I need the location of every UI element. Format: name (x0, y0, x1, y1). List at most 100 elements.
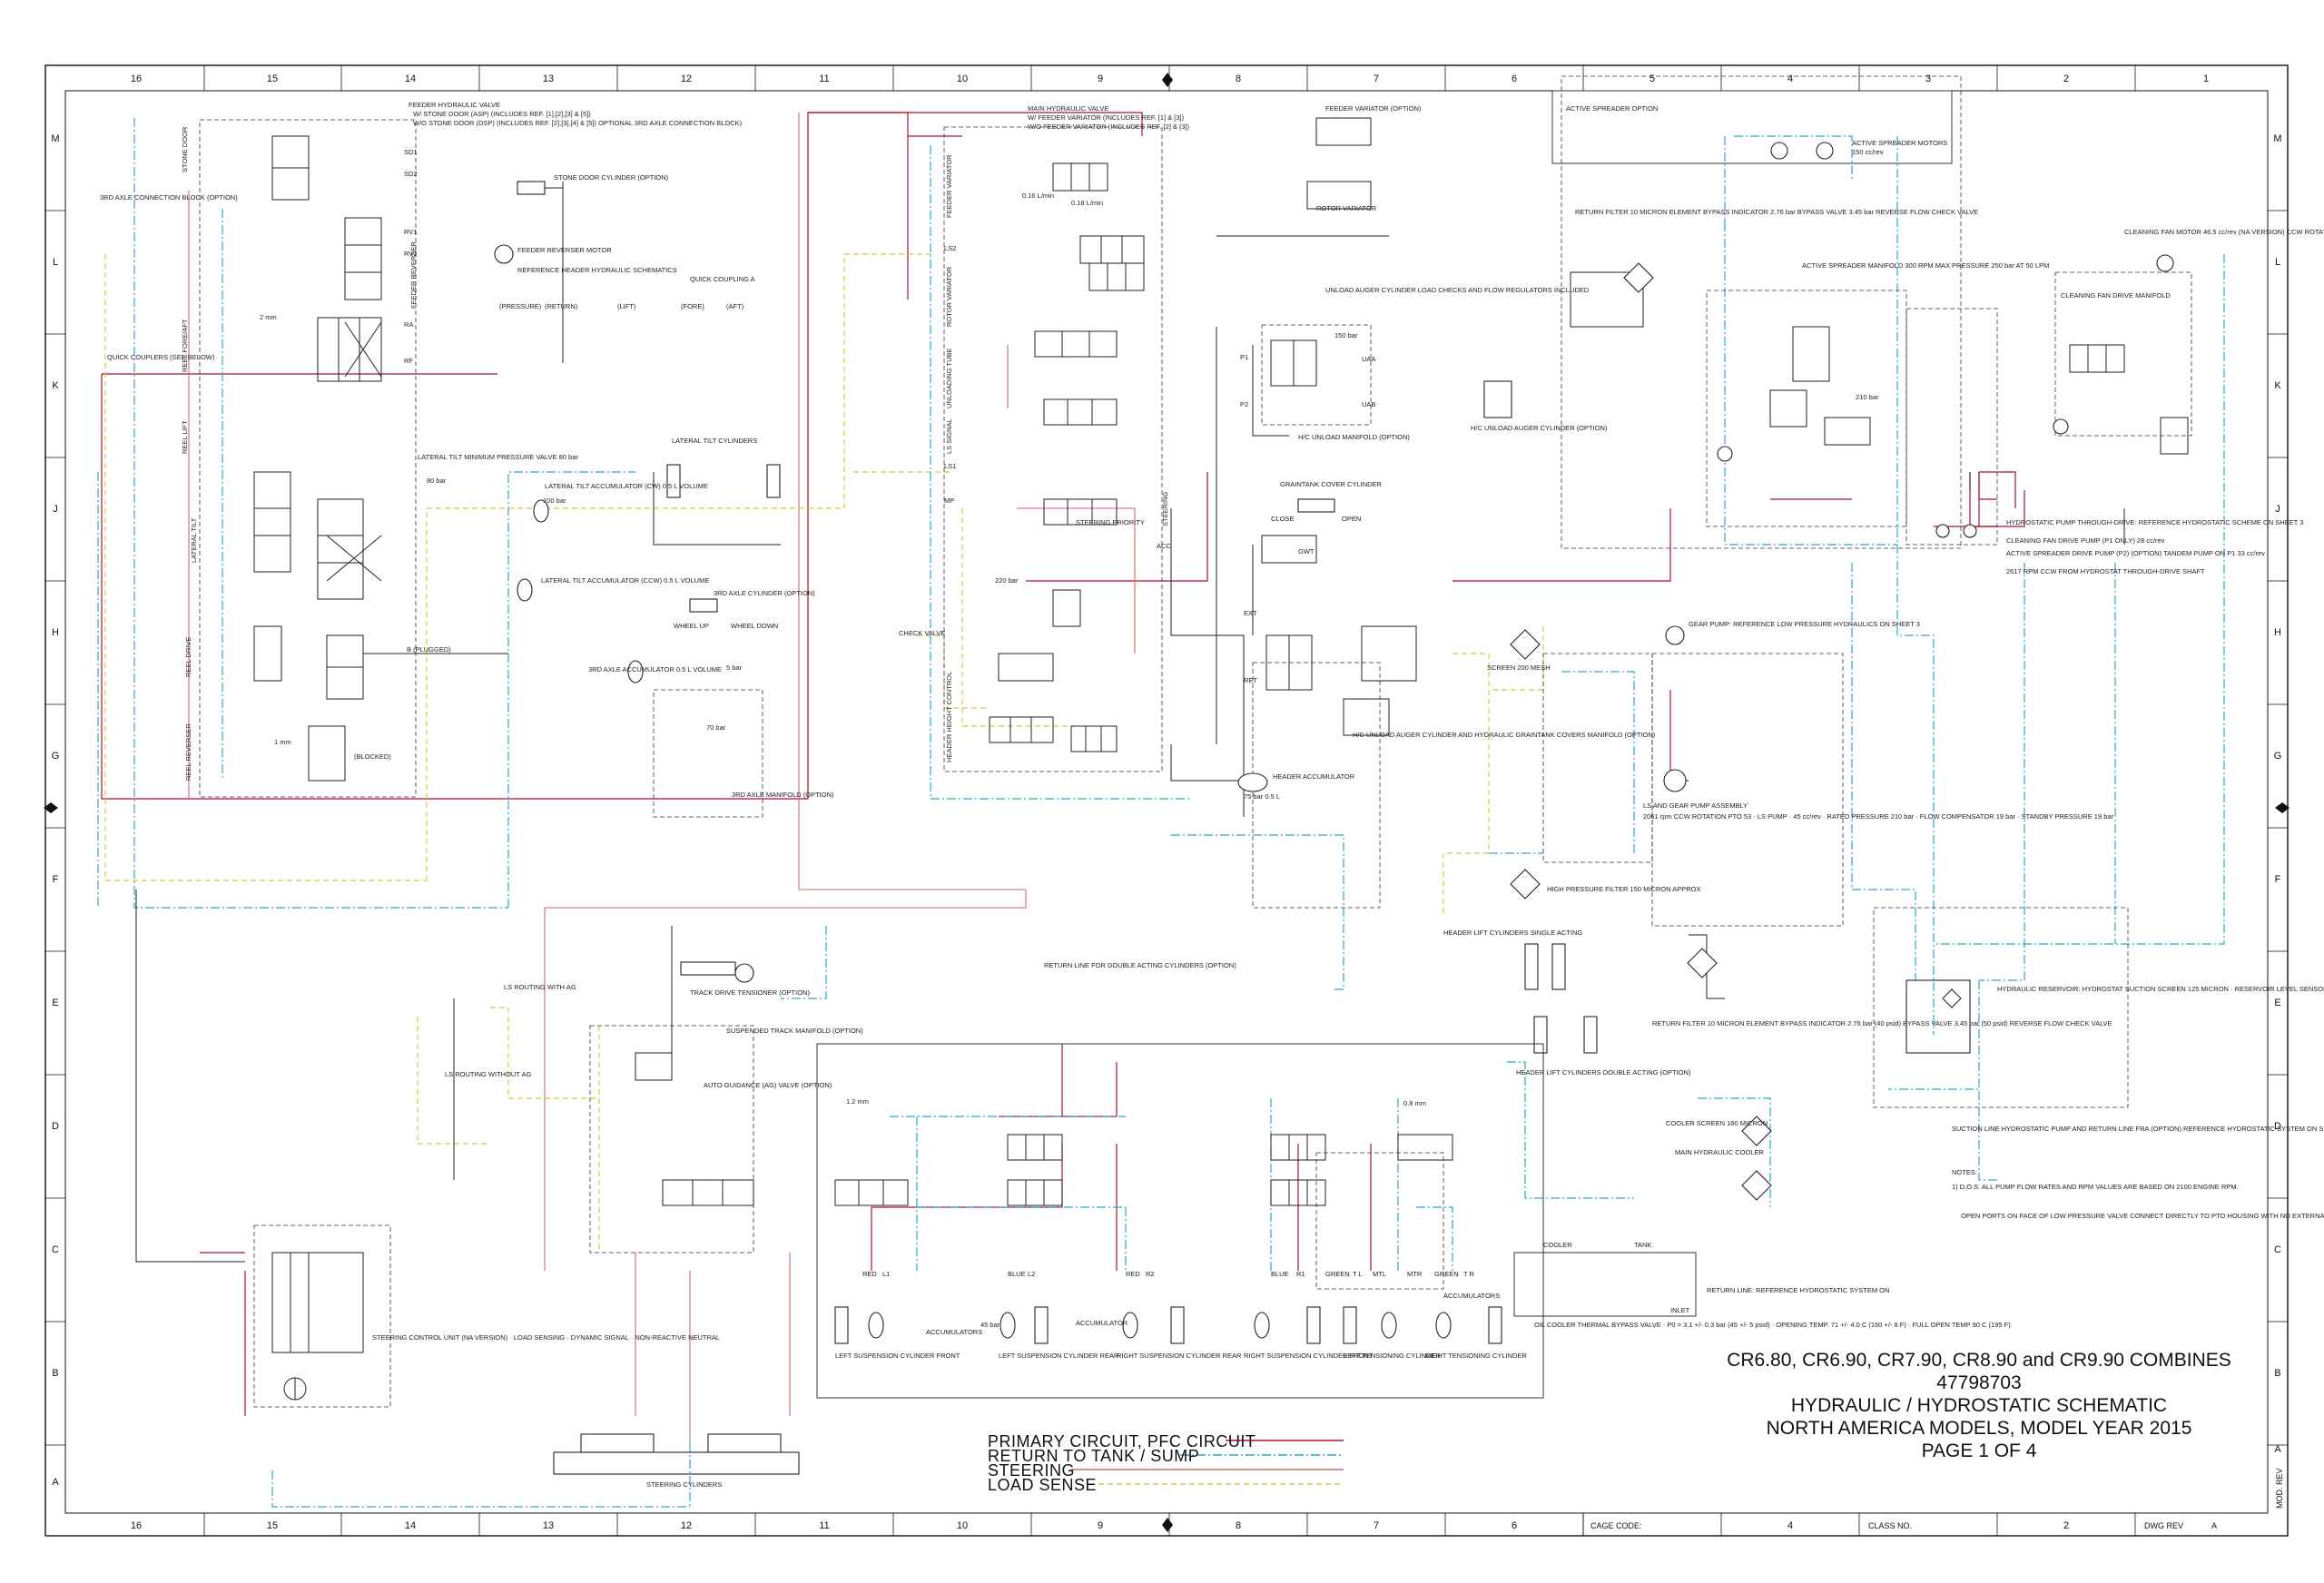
col-label: 7 (1374, 1520, 1379, 1531)
row-labels: M L K J H G F E D C B A M L K J H G F E … (51, 133, 2281, 1488)
lateral-tilt-acc-cw-label: LATERAL TILT ACCUMULATOR (CW) 0.5 L VOLU… (545, 482, 708, 490)
col-label: 11 (819, 1520, 829, 1531)
ls-gear-pump-specs: 2061 rpm CCW ROTATION PTO 53 · LS PUMP ·… (1643, 812, 2114, 821)
unload-cyl-label: UNLOAD AUGER CYLINDER LOAD CHECKS AND FL… (1325, 286, 1590, 294)
susp-cyl-rr (1170, 1306, 1185, 1344)
feeder-valve-note-2: W/O STONE DOOR (DSP) (INCLUDES REF. [2],… (413, 119, 743, 127)
section-label-ls-signal: LS SIGNAL (945, 418, 953, 454)
green-tl-color: GREEN (1325, 1270, 1350, 1278)
fore-port-label: (FORE) (681, 302, 704, 310)
col-label: 12 (681, 74, 692, 84)
value-labels: 150 bar 220 bar 45 bar 80 bar 210 bar 10… (260, 192, 1879, 1329)
track-drive-label: TRACK DRIVE TENSIONER (OPTION) (690, 988, 810, 997)
active-spreader-manifold-label: ACTIVE SPREADER MANIFOLD 300 RPM MAX PRE… (1802, 261, 2049, 270)
port-p1: P1 (1240, 353, 1248, 361)
left-tensioning-label: LEFT TENSIONING CYLINDER (1344, 1352, 1441, 1360)
wheel-up-label: WHEEL UP (674, 622, 709, 630)
port-ls2: LS2 (944, 244, 956, 252)
hc-unload-manifold-label: H/C UNLOAD MANIFOLD (OPTION) (1298, 433, 1410, 441)
component-labels: FEEDER HYDRAULIC VALVE W/ STONE DOOR (AS… (100, 101, 2324, 1489)
header-lift-single-label: HEADER LIFT CYLINDERS SINGLE ACTING (1443, 929, 1582, 937)
column-labels-top: 16 15 14 13 12 11 10 9 8 7 6 5 4 3 2 1 (131, 74, 2209, 84)
col-label: 2 (2063, 74, 2069, 84)
port-uaa: UAA (1362, 355, 1375, 363)
active-spreader-motors-label: ACTIVE SPREADER MOTORS (1852, 139, 1947, 147)
row-label: D (52, 1121, 59, 1132)
row-label: K (2274, 380, 2281, 391)
hp-filter (1510, 869, 1541, 900)
unload-auger-cylinder (1483, 380, 1512, 418)
port-acc: ACC (1157, 542, 1171, 550)
screen-label: SCREEN 200 MESH (1487, 664, 1551, 672)
section-label-reel-lift: REEL LIFT (181, 420, 189, 454)
stone-door-label: STONE DOOR CYLINDER (OPTION) (554, 173, 669, 182)
class-no-label: CLASS NO. (1868, 1521, 1912, 1530)
return-filter-2-label: RETURN FILTER 10 MICRON ELEMENT BYPASS I… (1652, 1019, 2112, 1027)
hydrostatic-pump-p2 (1935, 524, 1950, 538)
header-acc-spec: 75 bar 0.5 L (1244, 792, 1280, 801)
ls-gear-pump-label: LS AND GEAR PUMP ASSEMBLY (1643, 801, 1748, 810)
left-susp-rear-label: LEFT SUSPENSION CYLINDER REAR (999, 1352, 1119, 1360)
r2-port: R2 (1146, 1270, 1155, 1278)
value-220bar: 220 bar (995, 576, 1019, 585)
section-label-feeder-variator: FEEDER VARIATOR (945, 154, 953, 218)
col-label: 6 (1512, 1520, 1517, 1531)
section-label-reel-fore-aft: REEL FORE/AFT (181, 319, 189, 372)
blue-l2-color: BLUE (1008, 1270, 1026, 1278)
aft-port-label: (AFT) (726, 302, 744, 310)
value-100bar: 100 bar (543, 497, 566, 505)
return-line-ref-label: RETURN LINE: REFERENCE HYDROSTATIC SYSTE… (1707, 1286, 1889, 1294)
row-label: E (52, 998, 58, 1008)
col-label: 13 (543, 1520, 554, 1531)
lateral-tilt-acc-ccw-label: LATERAL TILT ACCUMULATOR (CCW) 0.5 L VOL… (541, 576, 709, 585)
tension-cyl-l (1343, 1306, 1357, 1344)
close-label: CLOSE (1271, 515, 1294, 523)
col-label: 13 (543, 74, 554, 84)
hp-filter-label: HIGH PRESSURE FILTER 150 MICRON APPROX (1547, 885, 1700, 893)
port-rv2: RV2 (404, 250, 417, 258)
title-part-number: 47798703 (1936, 1372, 2022, 1393)
hc-unload-cover-label: H/C UNLOAD AUGER CYLINDER AND HYDRAULIC … (1353, 731, 1656, 739)
feeder-valve-label: FEEDER HYDRAULIC VALVE (409, 101, 500, 109)
accumulators (517, 499, 1452, 1339)
circuit-frames (816, 90, 1953, 1399)
screen-200-mesh (1510, 629, 1541, 660)
cleaning-fan-pump-label: CLEANING FAN DRIVE PUMP (P1 ONLY) 28 cc/… (2006, 536, 2165, 545)
row-label: J (2275, 504, 2280, 515)
auto-guidance-label: AUTO GUIDANCE (AG) VALVE (OPTION) (704, 1081, 832, 1089)
blue-r1-color: BLUE (1271, 1270, 1289, 1278)
filters (1510, 262, 1971, 1201)
col-label: 5 (1649, 74, 1655, 84)
section-labels: STONE DOOR FEEDER REVERSER REEL FORE/AFT… (181, 126, 1169, 781)
stone-door-cylinder (517, 181, 546, 195)
track-drive-motor (734, 963, 754, 983)
value-80bar: 80 bar (427, 477, 447, 485)
active-spreader-pump-label: ACTIVE SPREADER DRIVE PUMP (P2) (OPTION)… (2006, 549, 2265, 557)
red-l1-color: RED (862, 1270, 877, 1278)
note-1: 1) D.O.S. ALL PUMP FLOW RATES AND RPM VA… (1952, 1183, 2239, 1191)
graintank-cover-cylinder (1297, 498, 1335, 513)
steering-unit-symbol (271, 1252, 364, 1401)
zone-grid (45, 65, 2288, 1536)
title-block: CAGE CODE: CLASS NO. DWG REV A MOD. REV (1582, 1468, 2284, 1536)
port-ra: RA (404, 320, 413, 329)
accumulator-label-2: ACCUMULATOR (1076, 1319, 1128, 1327)
row-label: F (2275, 874, 2281, 885)
cleaning-fan-motor (2156, 254, 2174, 272)
b-plugged-label: B (PLUGGED) (407, 645, 451, 654)
col-label: 16 (131, 1520, 142, 1531)
third-axle-cylinder (689, 598, 718, 613)
header-lift-double-label: HEADER LIFT CYLINDERS DOUBLE ACTING (OPT… (1516, 1068, 1691, 1077)
section-label-stone-door: STONE DOOR (181, 126, 189, 172)
unload-manifold-spools (1261, 117, 1417, 736)
row-label: G (52, 751, 60, 762)
return-port-label: (RETURN) (545, 302, 578, 310)
col-label: 12 (681, 1520, 692, 1531)
legend-steering: STEERING (988, 1461, 1076, 1480)
third-axle-acc-label: 3RD AXLE ACCUMULATOR 0.5 L VOLUME (588, 665, 722, 674)
right-tensioning-label: RIGHT TENSIONING CYLINDER (1425, 1352, 1527, 1360)
accumulators-label-1: ACCUMULATORS (926, 1328, 982, 1336)
col-label: 9 (1098, 74, 1103, 84)
col-label: 10 (957, 1520, 968, 1531)
title-page: PAGE 1 OF 4 (1921, 1440, 2037, 1461)
